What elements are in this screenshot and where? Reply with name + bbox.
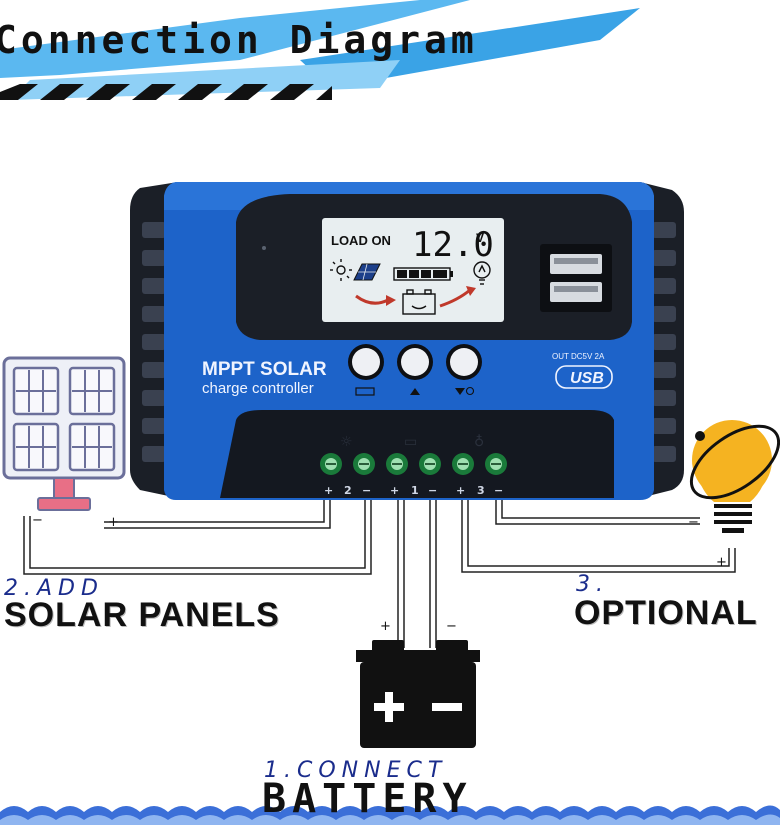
terminal-mark: +	[390, 484, 399, 497]
battery-step-label: 1.CONNECT	[264, 758, 448, 783]
terminal-mark: −	[428, 484, 437, 497]
solar-step-label: 2.ADD	[4, 576, 104, 601]
battery-positive-mark: +	[380, 619, 391, 634]
terminal-mark: 3	[477, 484, 485, 497]
menu-button[interactable]	[348, 344, 384, 396]
usb-logo-text: USB	[570, 370, 604, 387]
wire-panel-negative	[29, 492, 366, 569]
up-button[interactable]	[397, 344, 433, 395]
lcd-unit: V	[476, 231, 484, 245]
usb-ports	[540, 244, 612, 312]
wire-lamp-negative	[495, 494, 700, 525]
charge-controller: LOAD ON 12.0 V	[130, 182, 684, 500]
terminal-mark: +	[456, 484, 465, 497]
wire-panel-positive	[104, 492, 331, 529]
lamp-negative-mark: −	[688, 515, 699, 530]
lcd-battery-icon	[402, 289, 436, 315]
solar-panel-icon	[2, 356, 126, 511]
brand-title: MPPT SOLAR	[202, 359, 327, 380]
svg-text:♁: ♁	[474, 434, 484, 450]
battery-negative-mark: −	[446, 619, 457, 634]
optional-title: OPTIONAL	[574, 594, 758, 632]
down-load-button[interactable]	[446, 344, 482, 396]
usb-output-label: OUT DC5V 2A	[552, 352, 605, 361]
svg-text:▭: ▭	[404, 434, 417, 450]
light-bulb-icon	[689, 420, 780, 533]
wires	[23, 492, 736, 648]
wire-panel-positive-2	[104, 494, 325, 523]
page-title: Connection Diagram	[0, 18, 478, 62]
title-decoration	[0, 0, 640, 100]
wire-lamp-positive	[461, 494, 736, 573]
sun-icon	[330, 259, 352, 281]
optional-step-label: 3.	[576, 572, 609, 597]
svg-text:☼: ☼	[340, 434, 353, 450]
terminal-mark: −	[494, 484, 503, 497]
solar-panels-title: SOLAR PANELS	[4, 596, 280, 634]
wire-panel-negative-2	[23, 494, 372, 575]
brand-subtitle: charge controller	[202, 380, 314, 397]
lcd-flow-arrows-icon	[355, 286, 476, 308]
terminal-mark: −	[362, 484, 371, 497]
wave-decoration	[0, 805, 780, 825]
lcd-voltage-value: 12.0	[412, 225, 494, 265]
lcd-load-text: LOAD ON	[331, 233, 391, 248]
terminal-mark: +	[324, 484, 333, 497]
panel-positive-mark: +	[108, 515, 119, 530]
lcd-panel-icon	[353, 263, 381, 281]
terminal-mark: 2	[344, 484, 352, 497]
battery-icon	[356, 640, 480, 748]
terminal-block	[220, 410, 614, 498]
lcd-bulb-icon	[473, 261, 491, 285]
panel-negative-mark: −	[32, 513, 43, 528]
usb-icon: USB	[555, 365, 613, 389]
terminal-mark: 1	[411, 484, 419, 497]
terminal-marks: + 2 − + 1 − + 3 −	[324, 484, 503, 497]
lamp-positive-mark: +	[716, 555, 727, 570]
terminal-screws	[320, 453, 507, 475]
lcd-battery-bars-icon	[393, 267, 453, 281]
battery-title: BATTERY	[262, 776, 473, 822]
